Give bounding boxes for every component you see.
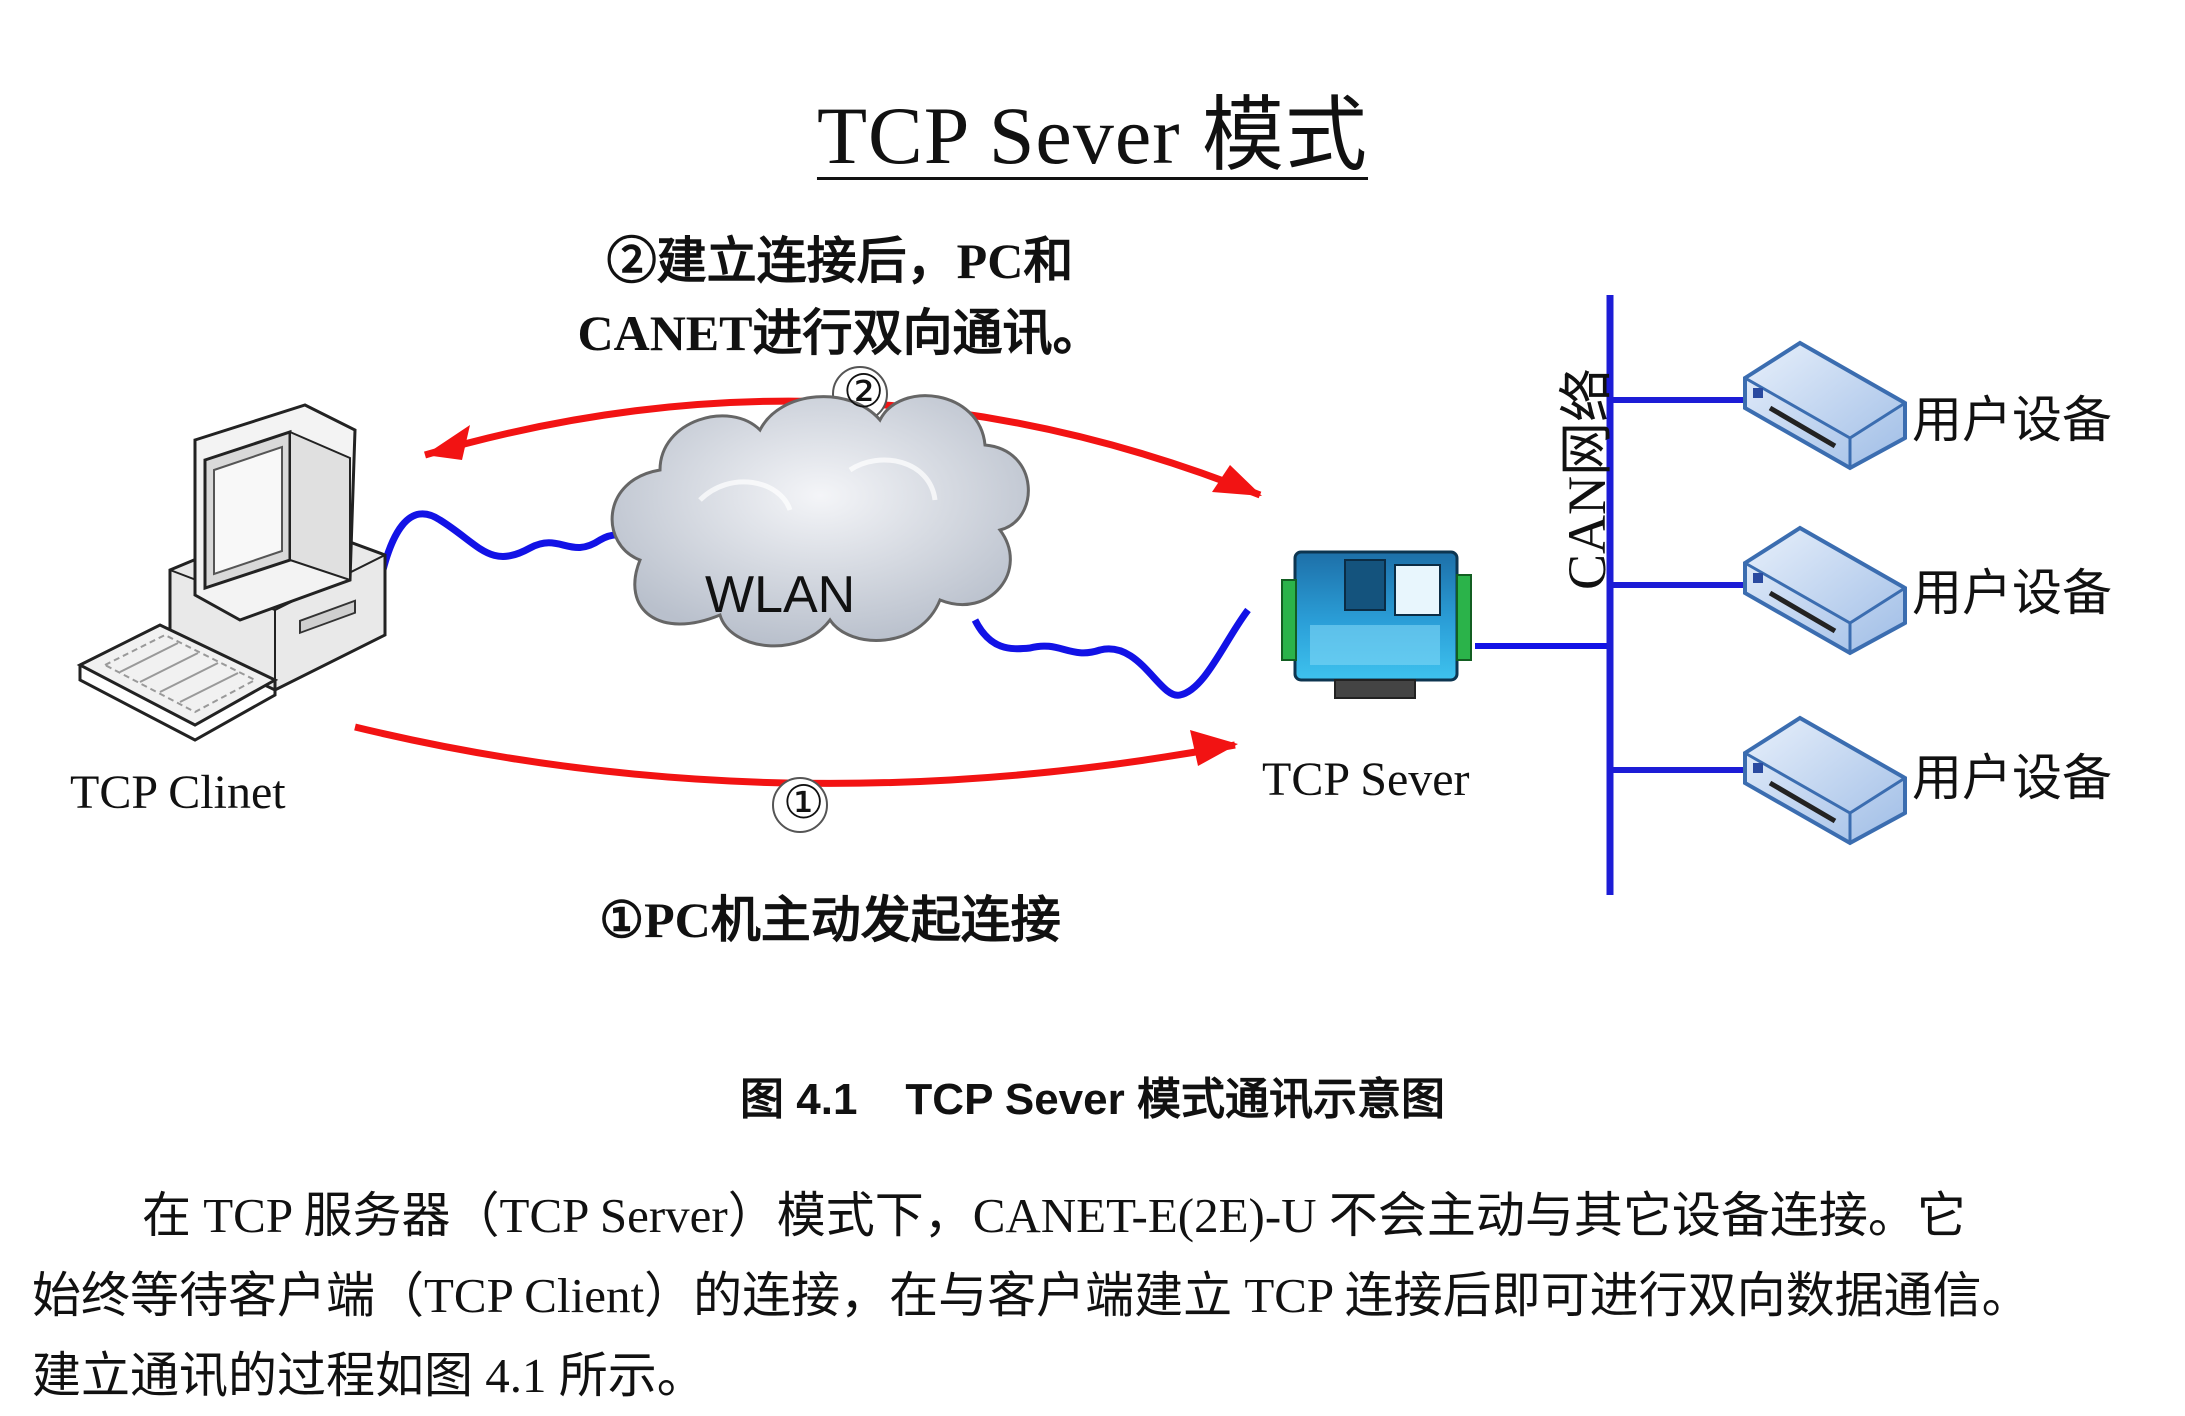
- step1-marker: ①: [783, 775, 825, 829]
- step2-line-2: CANET进行双向通讯。: [577, 305, 1103, 361]
- body-paragraph: 在 TCP 服务器（TCP Server）模式下，CANET-E(2E)-U 不…: [32, 1176, 2167, 1416]
- client-label: TCP Clinet: [70, 766, 286, 819]
- device-label: 用户设备: [1912, 750, 2112, 806]
- user-device-icon: [1743, 715, 1907, 846]
- wlan-cloud: [610, 394, 1030, 648]
- server-label: TCP Sever: [1262, 753, 1470, 806]
- diagram-title: TCP Sever 模式: [816, 90, 1369, 181]
- can-bus: [1606, 295, 1760, 895]
- step1-marker-circle: [772, 777, 828, 833]
- figure-caption-text: TCP Sever 模式通讯示意图: [905, 1075, 1445, 1124]
- figure-number: 图 4.1: [740, 1075, 858, 1124]
- body-line-3: 建立通讯的过程如图 4.1 所示。: [32, 1348, 706, 1403]
- client-cable: [374, 510, 647, 593]
- step2-line-1: ②建立连接后，PC和: [606, 233, 1074, 289]
- figure-caption: 图 4.1 TCP Sever 模式通讯示意图: [0, 1063, 2185, 1127]
- body-line-2: 始终等待客户端（TCP Client）的连接，在与客户端建立 TCP 连接后即可…: [32, 1268, 2031, 1323]
- cloud-label: WLAN: [705, 566, 856, 624]
- can-network-label: CAN网络: [1557, 367, 1617, 590]
- body-line-1: 在 TCP 服务器（TCP Server）模式下，CANET-E(2E)-U 不…: [142, 1188, 1966, 1243]
- user-device-icon: [1743, 525, 1907, 656]
- canet-server-icon: [1281, 550, 1472, 699]
- step1-description: ①PC机主动发起连接: [599, 892, 1061, 948]
- step2-marker: ②: [843, 364, 885, 418]
- server-cable: [971, 607, 1251, 699]
- step2-description: ②建立连接后，PC和 CANET进行双向通讯。: [520, 225, 1160, 369]
- computer-icon: [76, 403, 387, 742]
- device-label: 用户设备: [1912, 392, 2112, 448]
- device-label: 用户设备: [1912, 565, 2112, 621]
- user-device-icon: [1743, 340, 1907, 471]
